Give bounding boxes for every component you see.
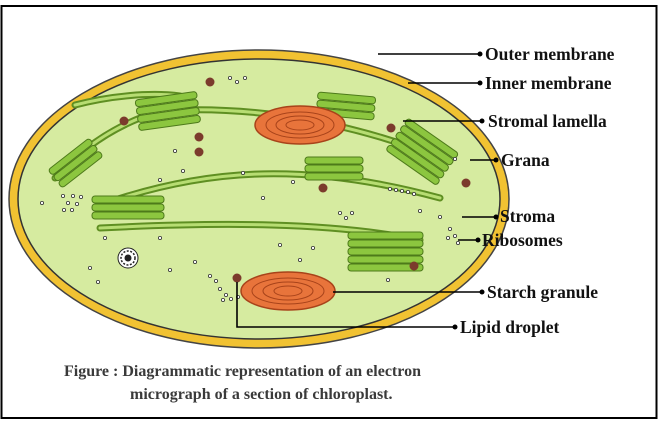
caption-line-1: Figure : Diagrammatic representation of … bbox=[64, 363, 421, 380]
granum bbox=[305, 157, 363, 180]
lipid-droplet bbox=[195, 148, 204, 157]
lipid-droplet bbox=[410, 262, 419, 271]
stroma-label: Stroma bbox=[500, 206, 555, 226]
granum bbox=[92, 196, 164, 219]
lipid-droplet bbox=[195, 133, 204, 142]
grana-label: Grana bbox=[501, 150, 550, 170]
lipid-droplet bbox=[120, 117, 129, 126]
starch-granule-label: Starch granule bbox=[487, 282, 598, 302]
inner-membrane-label: Inner membrane bbox=[485, 73, 612, 93]
lipid-droplet bbox=[387, 124, 396, 133]
nucleoid bbox=[118, 248, 138, 268]
ribosomes-label: Ribosomes bbox=[482, 230, 563, 250]
lipid-droplet bbox=[233, 274, 242, 283]
caption-line-2: micrograph of a section of chloroplast. bbox=[130, 386, 393, 403]
lipid-droplet bbox=[319, 184, 328, 193]
stromal-lamella-label: Stromal lamella bbox=[488, 111, 607, 131]
outer-membrane-label: Outer membrane bbox=[485, 44, 615, 64]
lipid-droplet-label: Lipid droplet bbox=[460, 317, 560, 337]
chloroplast bbox=[9, 50, 509, 348]
lipid-droplet bbox=[206, 78, 215, 87]
figure-caption: Figure : Diagrammatic representation of … bbox=[64, 363, 421, 403]
lipid-droplet bbox=[462, 179, 471, 188]
